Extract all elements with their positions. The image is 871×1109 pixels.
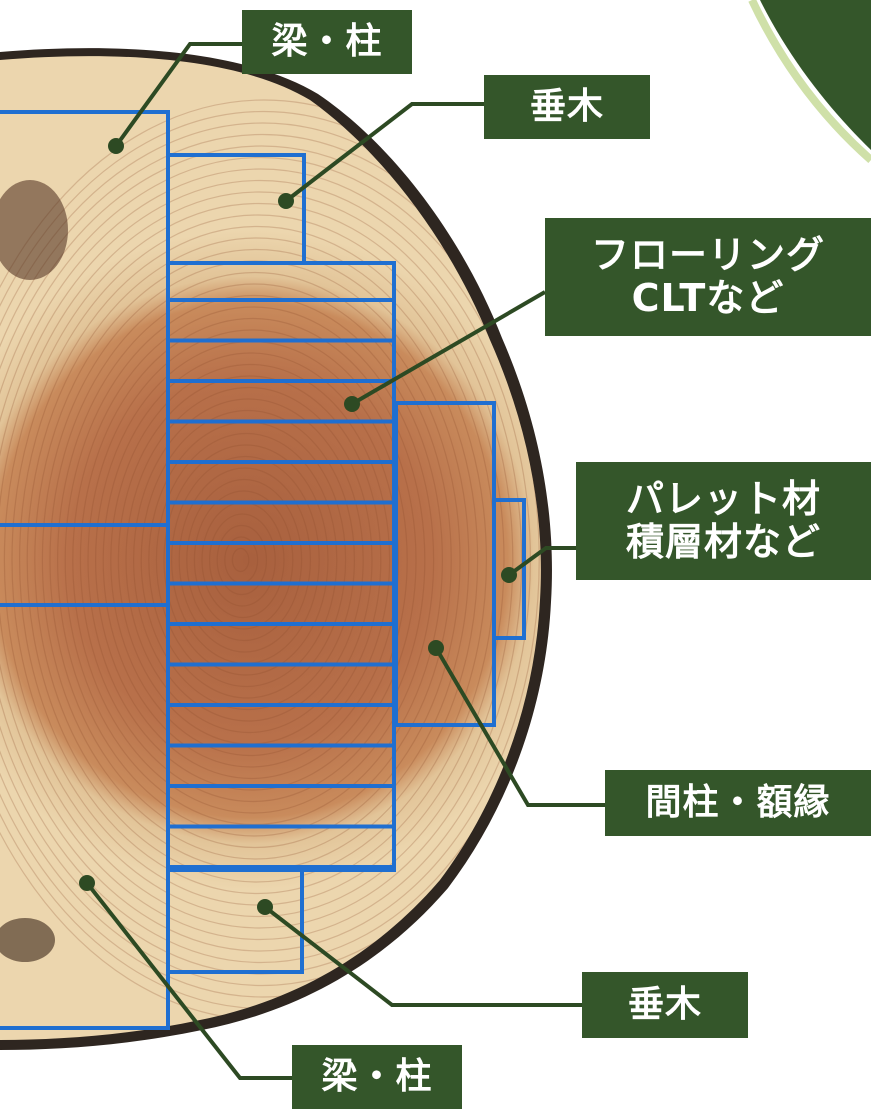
leader-dot [501,567,517,583]
growth-ring [231,547,250,573]
leader-dot [257,899,273,915]
leader-dot [79,875,95,891]
leader-taruki-bottom [263,905,582,1007]
growth-ring [0,122,541,998]
corner-arc-decoration [748,0,871,163]
growth-ring [0,156,541,964]
label-beam-column-bottom: 梁・柱 [292,1045,462,1109]
growth-ring [56,283,452,837]
label-beam-column-top: 梁・柱 [242,10,412,74]
label-rafter-bottom: 垂木 [582,972,748,1038]
growth-ring [87,329,417,791]
growth-ring [79,317,426,803]
growth-ring [0,168,540,952]
leader-dots [79,138,517,915]
leader-beam-bottom [85,881,292,1080]
wood-face [0,56,541,1040]
growth-ring [193,490,294,630]
label-text: 梁・柱 [321,1055,433,1097]
leader-taruki-top [284,102,484,203]
growth-ring [186,478,303,642]
leader-flooring [350,290,547,406]
growth-ring [26,237,487,883]
growth-ring [72,306,435,814]
label-text: 垂木 [627,983,702,1025]
leader-beam-top [114,42,242,148]
growth-ring [125,386,373,734]
growth-ring [49,271,461,849]
growth-ring [3,202,514,918]
beam-column-inner-cut [0,523,168,607]
label-pallet-laminated: パレット材 積層材など [576,462,871,580]
leader-dot [428,640,444,656]
growth-ring [216,524,267,596]
label-text-line1: フローリング [590,233,825,278]
leader-mabashira [434,646,605,807]
growth-ring [140,409,356,711]
flooring-board-lines [168,298,394,869]
cutting-pattern [0,110,526,1030]
label-text-line2: 積層材など [625,520,821,564]
growth-ring [155,432,338,688]
leader-pallet [507,546,576,577]
leader-dot [108,138,124,154]
label-text: 梁・柱 [271,20,383,62]
label-text-line2: CLTなど [631,276,785,320]
label-text: 垂木 [529,85,604,127]
growth-ring [132,398,364,722]
growth-ring [178,467,312,653]
growth-ring [110,363,391,757]
growth-ring [163,444,329,676]
growth-ring [0,133,541,987]
dark-knot [0,918,55,962]
growth-ring [102,352,400,768]
growth-ring [208,513,276,607]
log-slice [0,48,552,1051]
pallet-block [492,498,526,640]
leader-dot [278,193,294,209]
dark-knot [0,180,68,280]
label-rafter-top: 垂木 [484,75,650,139]
label-text: 間柱・額縁 [645,781,831,823]
label-flooring-clt: フローリング CLTなど [545,218,871,336]
leader-dot [344,396,360,412]
label-text-line1: パレット材 [625,477,821,522]
growth-rings [0,99,541,1021]
growth-ring [0,191,523,929]
label-stud-frame: 間柱・額縁 [605,770,871,836]
leader-lines [85,42,605,1080]
